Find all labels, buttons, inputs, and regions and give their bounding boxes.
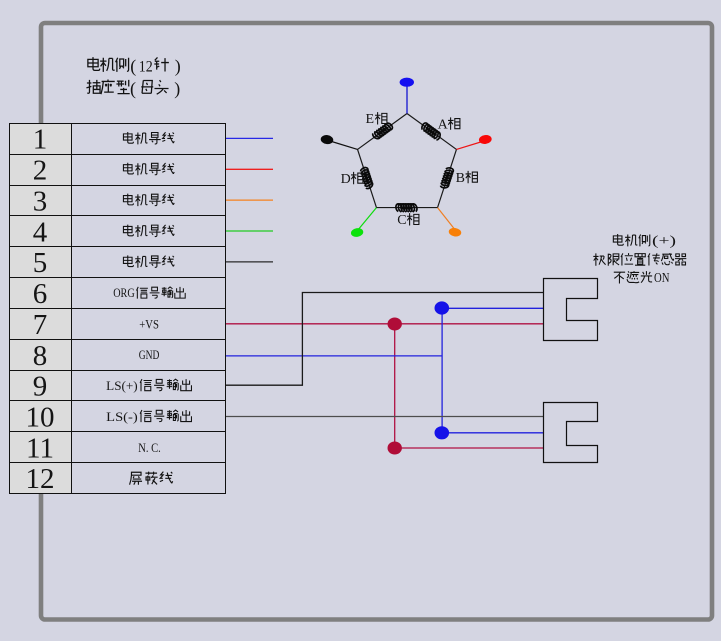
svg-text:12: 12 [139, 59, 153, 76]
svg-text:11: 11 [26, 432, 54, 464]
svg-text:N. C.: N. C. [138, 440, 161, 455]
svg-text:A: A [438, 117, 449, 132]
svg-text:ORG: ORG [113, 285, 135, 300]
svg-text:4: 4 [33, 216, 48, 248]
svg-text:LS(+): LS(+) [106, 378, 138, 393]
svg-text:7: 7 [33, 309, 48, 341]
svg-text:(+): (+) [652, 233, 676, 248]
svg-text:1: 1 [33, 124, 48, 156]
svg-text:(: ( [130, 79, 136, 100]
svg-text:9: 9 [33, 371, 48, 403]
svg-text:(: ( [130, 56, 136, 77]
svg-text:12: 12 [26, 463, 55, 495]
svg-text:LS(-): LS(-) [106, 409, 138, 424]
svg-text:B: B [456, 171, 465, 186]
svg-text:10: 10 [26, 402, 55, 434]
svg-text:+VS: +VS [139, 317, 159, 332]
svg-text:E: E [366, 112, 375, 127]
svg-text:5: 5 [33, 247, 48, 279]
svg-text:C: C [397, 213, 406, 228]
svg-text:): ) [175, 56, 181, 77]
svg-text:D: D [341, 172, 351, 187]
svg-text:): ) [174, 79, 180, 100]
svg-text:ON: ON [654, 270, 670, 285]
svg-text:GND: GND [139, 347, 160, 362]
svg-text:8: 8 [33, 340, 48, 372]
svg-text:3: 3 [33, 186, 48, 218]
svg-text:6: 6 [33, 278, 48, 310]
svg-text:2: 2 [33, 155, 48, 187]
